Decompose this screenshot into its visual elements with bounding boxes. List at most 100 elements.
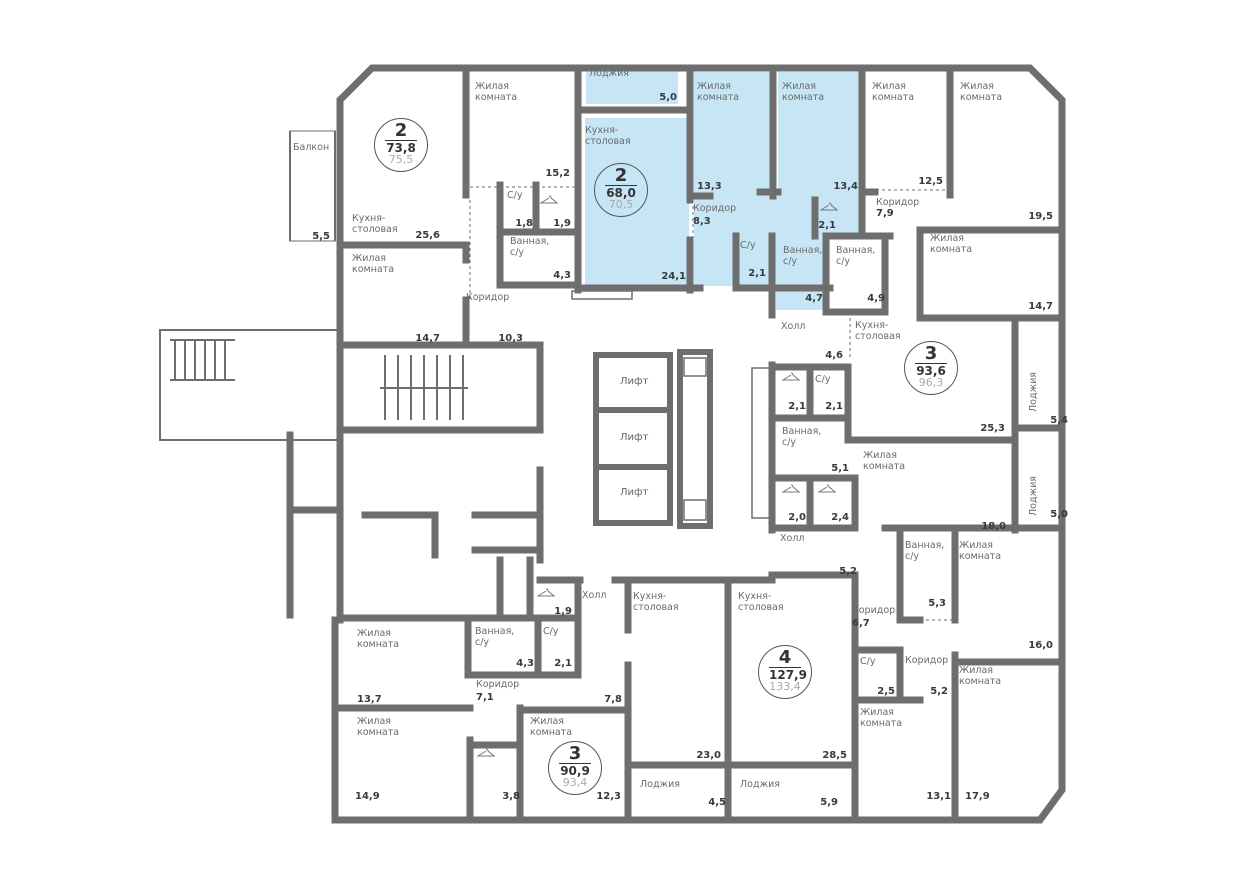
room-area: 5,2	[839, 566, 857, 577]
room-name: Холл	[780, 533, 805, 544]
lift-label: Лифт	[620, 487, 649, 498]
apartment-total-area: 93,4	[562, 776, 588, 789]
room-area: 28,5	[822, 750, 847, 761]
room-name: Ванная, с/у	[783, 245, 823, 267]
room-area: 5,0	[1050, 509, 1068, 520]
room-name: Лоджия	[640, 779, 680, 790]
room-area: 1,9	[554, 606, 572, 617]
room-name: Балкон	[293, 142, 330, 153]
room-area: 5,2	[930, 686, 948, 697]
room-name: Жилая комната	[960, 81, 1003, 103]
apartment-total-area: 75,5	[388, 153, 414, 166]
room-area: 23,0	[696, 750, 721, 761]
lift-shafts	[593, 349, 713, 529]
room-area: 8,3	[693, 216, 711, 227]
room-area: 2,1	[554, 658, 572, 669]
room-area: 13,4	[833, 181, 858, 192]
room-name: Коридор	[693, 203, 737, 214]
apartment-total-area: 70,5	[608, 198, 634, 211]
apartment-total-area: 133,4	[769, 680, 801, 693]
room-area: 4,7	[805, 293, 823, 304]
room-area: 5,4	[1050, 415, 1068, 426]
ventilation-hatch	[571, 290, 771, 521]
room-name: Ванная, с/у	[905, 540, 945, 562]
room-area: 7,1	[476, 692, 494, 703]
apartment-living-area: 127,9	[769, 667, 807, 682]
apartment-living-area: 68,0	[605, 185, 637, 200]
room-name: Коридор	[852, 605, 896, 616]
apartment-room-count: 2	[614, 165, 628, 186]
room-name: Кухня- столовая	[352, 213, 398, 235]
room-area: 5,1	[831, 463, 849, 474]
room-name: Жилая комната	[863, 450, 906, 472]
apartment-living-area: 73,8	[385, 140, 417, 155]
room-name: Жилая комната	[959, 540, 1002, 562]
apartment-room-count: 3	[924, 343, 938, 364]
room-name: Лоджия	[1028, 476, 1039, 516]
apartment-total-area: 96,3	[918, 376, 944, 389]
room-name: С/у	[815, 374, 831, 385]
room-name: Жилая комната	[357, 716, 400, 738]
room-area: 12,3	[596, 791, 621, 802]
room-area: 4,6	[825, 350, 843, 361]
room-name: Коридор	[876, 197, 920, 208]
lift-label: Лифт	[620, 432, 649, 443]
apartment-room-count: 2	[394, 120, 408, 141]
room-name: Кухня- столовая	[585, 125, 631, 147]
room-area: 14,7	[415, 333, 440, 344]
room-area: 4,3	[553, 270, 571, 281]
room-area: 16,0	[1028, 640, 1053, 651]
apartment-room-count: 4	[778, 647, 792, 668]
room-area: 24,1	[661, 271, 686, 282]
room-name: Жилая комната	[930, 233, 973, 255]
room-area: 6,7	[852, 618, 870, 629]
room-name: Ванная, с/у	[475, 626, 515, 648]
room-name: Кухня- столовая	[855, 320, 901, 342]
room-area: 5,5	[312, 231, 330, 242]
room-name: Жилая комната	[872, 81, 915, 103]
room-area: 15,2	[545, 168, 570, 179]
room-area: 1,8	[515, 218, 533, 229]
room-name: Жилая комната	[475, 81, 518, 103]
room-name: Жилая комната	[959, 665, 1002, 687]
apartment-living-area: 93,6	[915, 363, 947, 378]
room-area: 18,0	[981, 521, 1006, 532]
room-area: 4,3	[516, 658, 534, 669]
room-name: Жилая комната	[530, 716, 573, 738]
room-area: 13,1	[926, 791, 951, 802]
room-area: 2,1	[818, 220, 836, 231]
room-name: Лоджия	[589, 68, 629, 79]
room-name: Лоджия	[740, 779, 780, 790]
room-area: 2,5	[877, 686, 895, 697]
room-name: Ванная, с/у	[782, 426, 822, 448]
room-name: Лоджия	[1028, 372, 1039, 412]
room-area: 14,7	[1028, 301, 1053, 312]
room-name: Холл	[781, 321, 806, 332]
room-name: Кухня- столовая	[738, 591, 784, 613]
room-area: 1,9	[553, 218, 571, 229]
room-area: 5,3	[928, 598, 946, 609]
room-area: 4,9	[867, 293, 885, 304]
room-name: Жилая комната	[697, 81, 740, 103]
room-area: 4,5	[708, 797, 726, 808]
room-name: Жилая комната	[357, 628, 400, 650]
room-area: 13,7	[357, 694, 382, 705]
room-name: Ванная, с/у	[510, 236, 550, 258]
room-area: 7,9	[876, 208, 894, 219]
room-area: 12,5	[918, 176, 943, 187]
room-area: 25,6	[415, 230, 440, 241]
room-name: Жилая комната	[782, 81, 825, 103]
lift-label: Лифт	[620, 376, 649, 387]
room-area: 14,9	[355, 791, 380, 802]
room-name: С/у	[507, 190, 523, 201]
room-area: 2,1	[748, 268, 766, 279]
open-boundaries	[469, 186, 955, 766]
stairs	[159, 130, 468, 441]
room-name: Ванная, с/у	[836, 245, 876, 267]
